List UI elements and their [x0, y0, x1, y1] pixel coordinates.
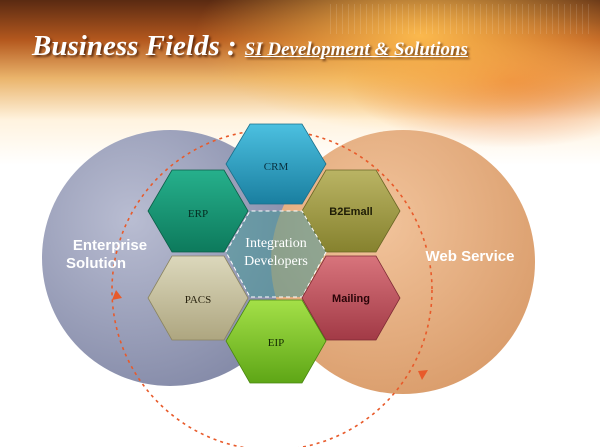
hexagon-erp[interactable]: ERP — [147, 169, 249, 253]
orbit-arrow-right-icon — [418, 370, 428, 380]
hexagon-eip-label: EIP — [268, 337, 285, 349]
hexagon-erp-label: ERP — [188, 208, 208, 220]
integration-developers-hexagon: Integration Developers — [225, 210, 327, 298]
slide-title: Business Fields : SI Development & Solut… — [32, 30, 468, 63]
hexagon-mailing-label: Mailing — [332, 293, 370, 305]
left-circle-label-line2: Solution — [66, 255, 126, 272]
orbit-arrow-left-icon — [112, 290, 122, 300]
hexagon-crm-label: CRM — [264, 161, 289, 173]
hexagon-eip[interactable]: EIP — [225, 299, 327, 384]
title-main: Business Fields : — [32, 30, 237, 62]
hexagon-b2email[interactable]: B2Emall — [301, 169, 401, 253]
title-subtitle: SI Development & Solutions — [244, 39, 468, 60]
hexagon-crm[interactable]: CRM — [225, 123, 327, 205]
center-line1: Integration — [245, 236, 306, 251]
left-circle-label-line1: Enterprise — [73, 237, 147, 254]
header-texture — [330, 4, 590, 34]
center-line2: Developers — [244, 254, 308, 269]
hexagon-pacs-label: PACS — [185, 294, 212, 306]
hexagon-b2email-label: B2Emall — [329, 206, 372, 218]
right-circle-label: Web Service — [426, 248, 515, 265]
hexagon-pacs[interactable]: PACS — [147, 255, 249, 341]
hexagon-mailing[interactable]: Mailing — [301, 255, 401, 341]
orbit-ring — [111, 129, 433, 447]
